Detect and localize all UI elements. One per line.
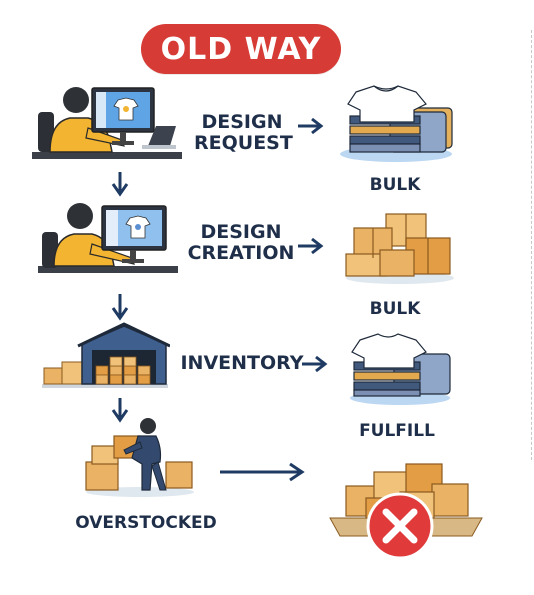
step-1-label-line2: REQUEST	[194, 132, 293, 155]
tshirt-stack-icon	[340, 85, 453, 162]
worker-carrying-boxes-icon	[85, 418, 194, 497]
arrow-down-icon	[111, 294, 129, 321]
dashed-divider	[531, 30, 532, 460]
title-text: OLD WAY	[160, 31, 322, 67]
warehouse-icon	[42, 322, 170, 388]
designer-at-computer-icon	[38, 203, 178, 273]
rejected-boxes-cross-icon	[329, 463, 483, 560]
arrow-right-icon	[298, 237, 324, 255]
arrow-down-icon	[111, 398, 129, 423]
step-2-label-line1: DESIGN	[200, 221, 282, 243]
step-4-label: OVERSTOCKED	[75, 513, 217, 533]
step-1-label-line1: DESIGN	[201, 111, 283, 133]
arrow-down-icon	[111, 172, 129, 197]
title-badge: OLD WAY	[141, 24, 341, 74]
cardboard-boxes-icon	[345, 213, 454, 284]
step-2-label: DESIGN CREATION	[186, 221, 296, 265]
arrow-right-icon	[298, 117, 324, 135]
tshirt-stack-icon	[350, 333, 451, 405]
designer-at-computer-icon	[32, 87, 182, 159]
arrow-right-icon	[220, 462, 305, 482]
step-1-result: BULK	[369, 175, 421, 195]
step-1-label: DESIGN REQUEST	[194, 111, 293, 155]
step-2-label-line2: CREATION	[187, 242, 295, 265]
step-3-result: FULFILL	[359, 421, 435, 441]
step-2-result: BULK	[369, 299, 421, 319]
arrow-right-icon	[302, 355, 328, 373]
step-3-label: INVENTORY	[180, 352, 304, 374]
